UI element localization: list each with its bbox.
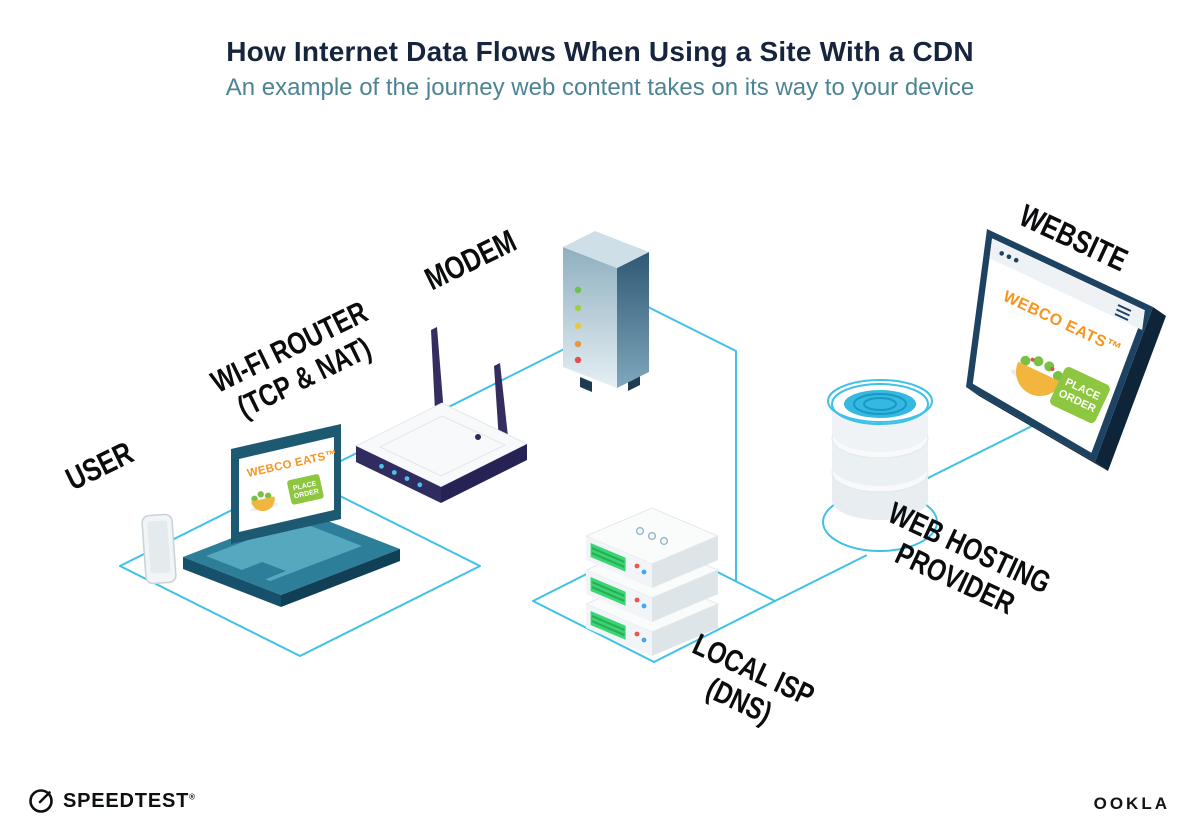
modem-led-lights (574, 286, 582, 364)
website-browser-illustration: WEBCO EATS™ PLACE ORDER (966, 229, 1166, 471)
server-top-indicators (635, 526, 669, 546)
speedtest-gauge-icon (29, 789, 53, 813)
server-unit (584, 507, 720, 588)
phone-illustration (141, 513, 177, 585)
router-illustration (354, 327, 529, 503)
router-status-lights (379, 463, 423, 488)
isp-servers-illustration (584, 507, 720, 656)
page-subtitle: An example of the journey web content ta… (225, 74, 975, 101)
page-title: How Internet Data Flows When Using a Sit… (226, 36, 974, 67)
router-antenna (494, 363, 510, 456)
browser-top-bar (989, 238, 1145, 330)
menu-icon (1114, 304, 1132, 321)
hosting-stack-illustration (827, 379, 933, 520)
user-to-isp-line (282, 306, 737, 582)
taco-icon (1010, 355, 1063, 396)
taco-icon (250, 491, 279, 512)
browser-window-dots (999, 251, 1019, 263)
ookla-wordmark: OOKLA (1093, 794, 1170, 813)
isp-to-hosting-line (774, 554, 867, 602)
laptop-order-button: PLACE ORDER (287, 474, 324, 505)
laptop-illustration: WEBCO EATS™ PLACE ORDER (183, 424, 400, 607)
speedtest-wordmark: SPEEDTEST® (63, 789, 196, 812)
modem-illustration (563, 231, 649, 392)
speedtest-logo: SPEEDTEST® (28, 788, 196, 814)
